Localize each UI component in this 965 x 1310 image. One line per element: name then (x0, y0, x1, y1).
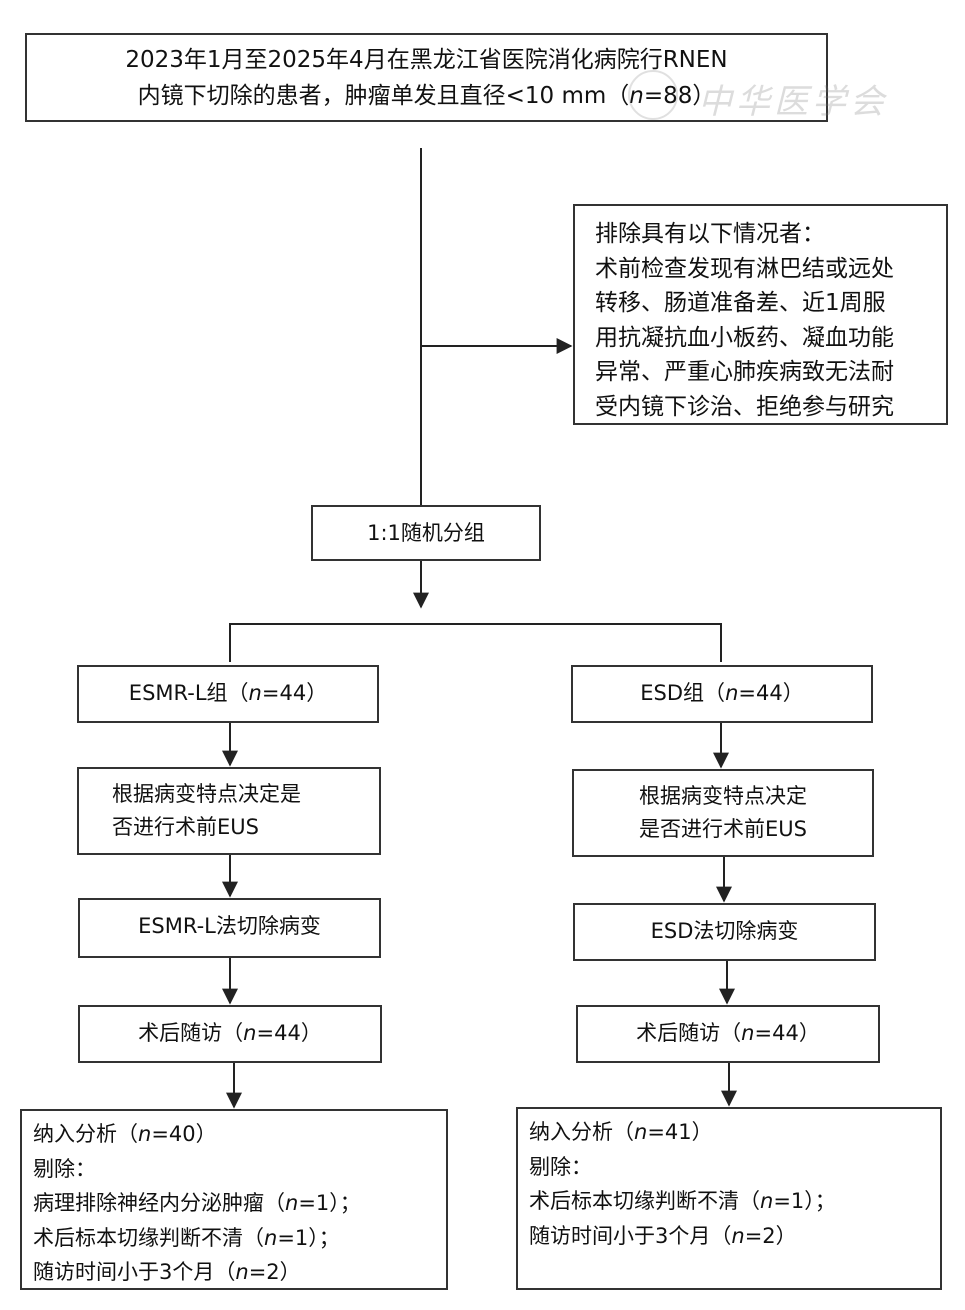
esd-group-box: ESD组（n=44） (571, 665, 873, 723)
exclusion-line: 术前检查发现有淋巴结或远处 (595, 255, 894, 282)
esmr-l-followup-box: 术后随访（n=44） (78, 1005, 382, 1063)
esd-analysis-line: 术后标本切缘判断不清（n=1）； (529, 1189, 836, 1213)
randomization-label: 1:1随机分组 (367, 521, 485, 545)
esd-analysis-line: 剔除： (529, 1154, 592, 1179)
esmr-l-analysis-line: 剔除： (33, 1156, 96, 1181)
exclusion-line: 受内镜下诊治、拒绝参与研究 (595, 393, 894, 420)
esd-eus-line-1: 根据病变特点决定 (639, 784, 807, 808)
esd-followup-label: 术后随访（n=44） (636, 1021, 820, 1045)
exclusion-line: 排除具有以下情况者： (595, 221, 825, 247)
esmr-l-analysis-line: 病理排除神经内分泌肿瘤（n=1）； (33, 1191, 361, 1215)
esd-eus-line-2: 是否进行术前EUS (639, 817, 807, 841)
esmr-l-method-box: ESMR-L法切除病变 (78, 898, 381, 958)
esmr-l-analysis-line: 纳入分析（n=40） (33, 1122, 217, 1146)
esmr-l-followup-label: 术后随访（n=44） (138, 1021, 322, 1045)
seal-icon (628, 70, 678, 120)
esd-analysis-line: 随访时间小于3个月（n=2） (529, 1223, 797, 1248)
exclusion-line: 异常、严重心肺疾病致无法耐 (595, 359, 894, 385)
esmr-l-analysis-line: 随访时间小于3个月（n=2） (33, 1260, 301, 1284)
esd-method-box: ESD法切除病变 (573, 903, 876, 961)
esmr-l-group-box: ESMR-L组（n=44） (77, 665, 379, 723)
esd-analysis-box: 纳入分析（n=41） 剔除： 术后标本切缘判断不清（n=1）； 随访时间小于3个… (516, 1107, 942, 1290)
esmr-l-group-label: ESMR-L组（n=44） (128, 681, 328, 705)
randomization-box: 1:1随机分组 (311, 505, 541, 561)
enrollment-line-1: 2023年1月至2025年4月在黑龙江省医院消化病院行RNEN (125, 47, 728, 73)
esmr-l-eus-box: 根据病变特点决定是 否进行术前EUS (77, 767, 381, 855)
exclusion-line: 转移、肠道准备差、近1周服 (595, 290, 886, 316)
exclusion-box: 排除具有以下情况者： 术前检查发现有淋巴结或远处 转移、肠道准备差、近1周服 用… (573, 204, 948, 425)
esmr-l-analysis-box: 纳入分析（n=40） 剔除： 病理排除神经内分泌肿瘤（n=1）； 术后标本切缘判… (20, 1109, 448, 1290)
esmr-l-eus-line-2: 否进行术前EUS (112, 815, 259, 839)
esmr-l-analysis-line: 术后标本切缘判断不清（n=1）； (33, 1225, 340, 1250)
esmr-l-method-label: ESMR-L法切除病变 (138, 914, 321, 938)
esd-method-label: ESD法切除病变 (650, 919, 799, 943)
exclusion-line: 用抗凝抗血小板药、凝血功能 (595, 324, 894, 351)
esd-followup-box: 术后随访（n=44） (576, 1005, 880, 1063)
split-line (229, 623, 722, 662)
watermark-logo: 中华医学会 (628, 70, 918, 122)
esmr-l-eus-line-1: 根据病变特点决定是 (112, 782, 301, 806)
esd-eus-box: 根据病变特点决定 是否进行术前EUS (572, 769, 874, 857)
esd-analysis-line: 纳入分析（n=41） (529, 1120, 713, 1144)
esd-group-label: ESD组（n=44） (640, 681, 804, 705)
